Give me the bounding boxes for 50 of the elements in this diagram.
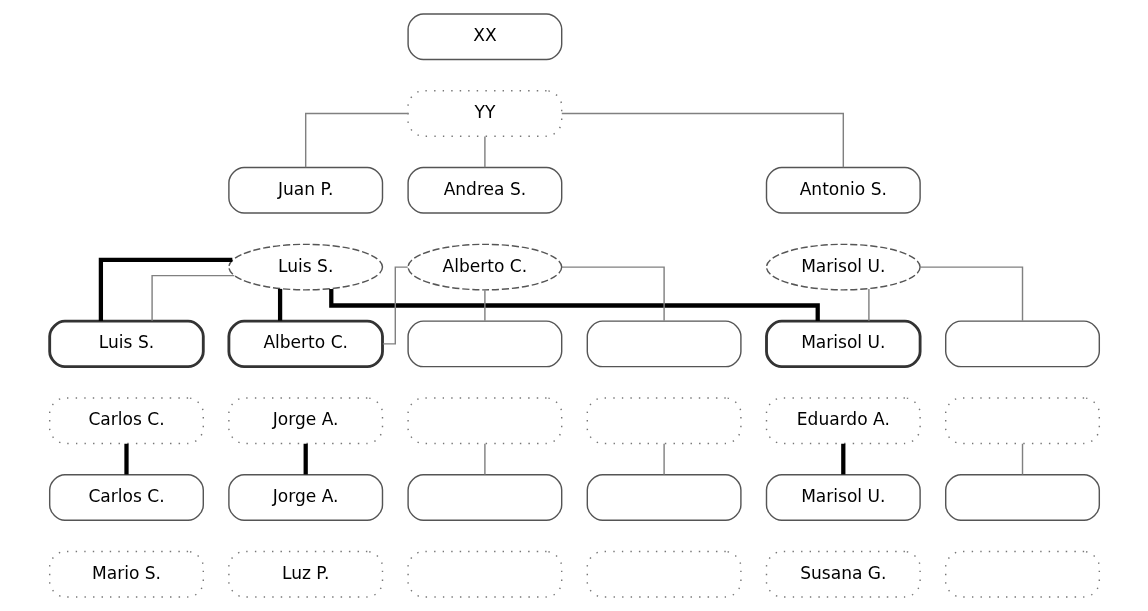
node-box: YY [406,90,562,137]
node-box: XX [406,13,562,61]
node-box: Mario S. [48,550,204,598]
node-box: Jorge A. [227,474,383,521]
node-box: Carlos C. [48,397,204,445]
connector [919,266,1023,322]
connector [867,288,870,322]
node-box: Antonio S. [765,166,921,214]
node-ellipse: Luis S. [227,243,383,291]
node-ellipse: Alberto C. [406,243,562,291]
node-box: Jorge A. [227,397,383,445]
connector [303,443,308,475]
node-ellipse: Marisol U. [765,243,921,291]
node-box [586,320,742,368]
node-box [406,320,562,368]
node-box [406,550,562,598]
node-box: Alberto C. [226,319,384,369]
connector [560,112,844,168]
node-box [406,397,562,445]
node-box [586,397,742,445]
node-box [944,550,1100,598]
connector [840,443,845,475]
node-box: Luz P. [227,550,383,598]
node-box [586,550,742,598]
node-box: Andrea S. [406,166,562,214]
connector [483,135,486,168]
connector [381,266,408,345]
connector [483,289,486,322]
connector [483,443,486,476]
node-box: Eduardo A. [765,397,921,445]
node-box [944,474,1100,521]
node-box [944,320,1100,368]
connector [662,443,665,476]
connector [304,112,409,168]
connector [277,288,282,321]
node-box [406,474,562,521]
connector [150,274,235,322]
node-box: Susana G. [765,550,921,598]
connector [328,289,820,322]
node-box: Juan P. [227,166,383,214]
connector [98,257,232,321]
node-box [586,474,742,521]
connector [560,266,665,322]
node-box: Marisol U. [764,319,922,369]
node-box [944,397,1100,445]
connector [1021,443,1023,476]
node-box: Marisol U. [765,474,921,521]
connector [123,443,129,475]
node-box: Carlos C. [48,474,204,521]
node-box: Luis S. [47,319,205,369]
